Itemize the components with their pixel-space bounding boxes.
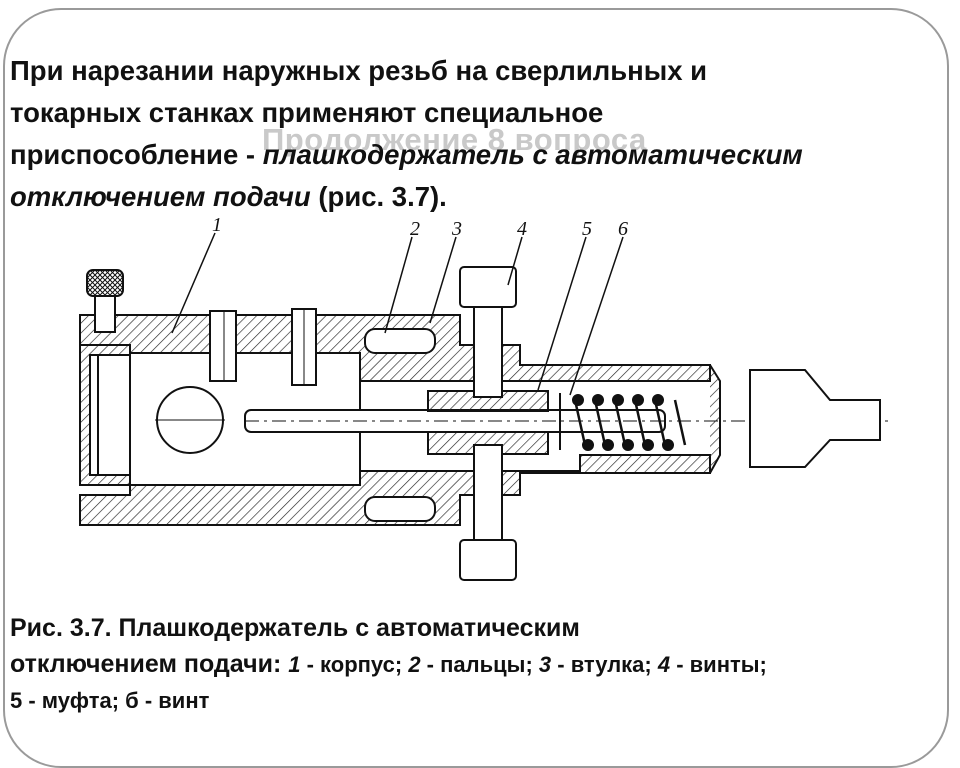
legend-num-1: 1: [288, 652, 301, 677]
screw-4-bottom-head: [459, 539, 517, 581]
callout-label-3: 3: [451, 218, 462, 240]
intro-line-3-italic: плашкодержатель с автоматическим: [262, 139, 803, 170]
caption-line-1: Рис. 3.7. Плашкодержатель с автоматическ…: [10, 614, 580, 642]
intro-line-3-plain: приспособление -: [10, 139, 263, 170]
intro-line-4-plain: (рис. 3.7).: [310, 181, 447, 212]
legend-num-3: 3: [538, 652, 552, 677]
screw-4-bottom-shank: [473, 444, 503, 541]
spring-6: [559, 393, 687, 451]
caption-line-3: 5 - муфта; б - винт: [10, 683, 955, 719]
intro-line-4-italic: отключением подачи: [10, 181, 311, 212]
legend-num-4: 4: [657, 652, 671, 677]
tail-shank: [749, 369, 881, 468]
legend-num-5: 5: [10, 688, 23, 713]
intro-line-1: При нарезании наружных резьб на сверлиль…: [10, 55, 708, 86]
legend-text-6: - винт: [138, 688, 210, 713]
callout-label-6: 6: [618, 218, 628, 240]
finger-2-upper: [364, 328, 436, 354]
callout-label-2: 2: [410, 218, 420, 240]
legend-text-3: - втулка;: [551, 652, 658, 677]
body-rear: [709, 364, 721, 474]
figure-caption: Рис. 3.7. Плашкодержатель с автоматическ…: [10, 610, 955, 719]
finger-2-lower: [364, 496, 436, 522]
legend-text-4: - винты;: [670, 652, 767, 677]
legend-text-1: - корпус;: [300, 652, 409, 677]
pin-upper-1: [209, 310, 237, 382]
screw-4-top-shank: [473, 306, 503, 398]
legend-num-6: б: [125, 688, 139, 713]
intro-line-2: токарных станках применяют специальное: [10, 97, 604, 128]
intro-line-3: приспособление - плашкодержатель с автом…: [10, 134, 940, 176]
intro-line-4: отключением подачи (рис. 3.7).: [10, 176, 940, 218]
callout-label-4: 4: [517, 218, 527, 240]
caption-line-2: отключением подачи: 1 - корпус; 2 - паль…: [10, 646, 955, 683]
technical-drawing-svg: 1 2 3 4 5 6: [79, 214, 890, 581]
intro-text: При нарезании наружных резьб на сверлиль…: [10, 50, 940, 218]
callout-label-5: 5: [582, 218, 592, 240]
knurled-screw: [86, 269, 124, 297]
screw-4-top-head: [459, 266, 517, 308]
die-holder-drawing: 1 2 3 4 5 6: [60, 205, 910, 605]
legend-text-2: - пальцы;: [420, 652, 539, 677]
caption-title-end: отключением подачи:: [10, 650, 289, 678]
callout-label-1: 1: [212, 214, 222, 236]
slide-title-watermark: Продолжение 8 вопроса: [262, 122, 647, 157]
legend-text-5: - муфта;: [22, 688, 126, 713]
legend-num-2: 2: [408, 652, 421, 677]
